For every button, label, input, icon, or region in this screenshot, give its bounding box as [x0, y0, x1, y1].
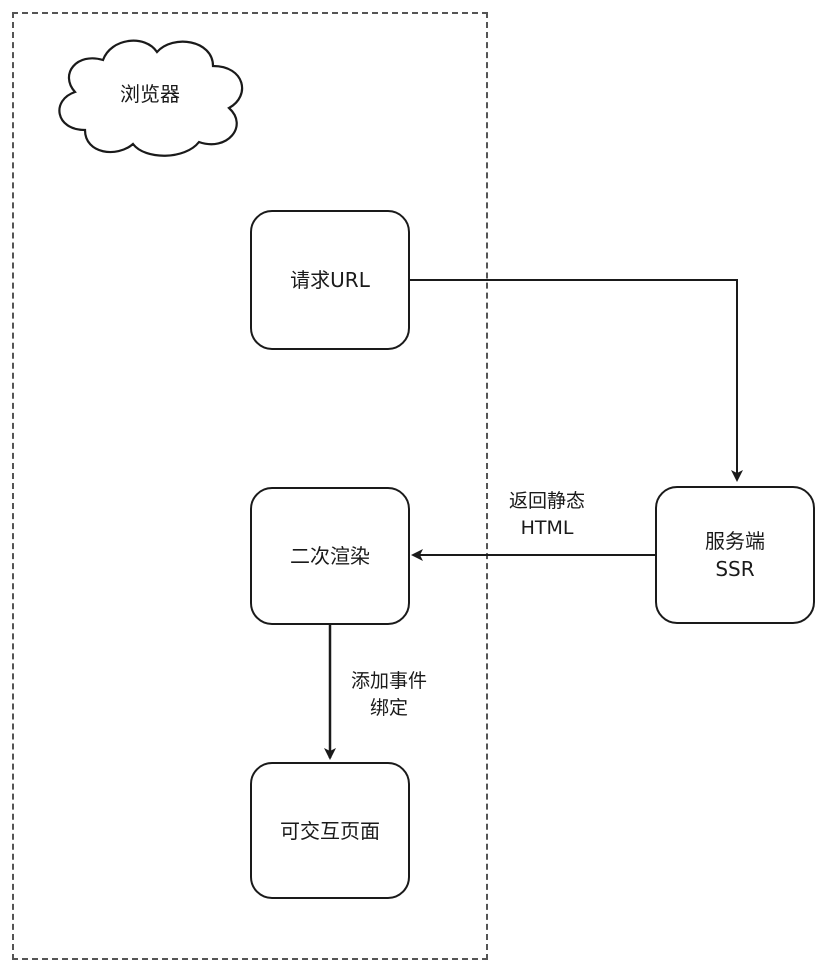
request-url-node: 请求URL	[250, 210, 410, 350]
interactive-page-node: 可交互页面	[250, 762, 410, 899]
server-ssr-label: SSR	[715, 557, 755, 581]
bind-events-edge-label: 添加事件 绑定	[334, 668, 444, 722]
request-url-label: 请求URL	[290, 268, 370, 292]
second-render-label: 二次渲染	[290, 544, 370, 568]
server-label: 服务端	[705, 529, 765, 553]
browser-boundary	[12, 12, 488, 960]
server-ssr-node: 服务端 SSR	[655, 486, 815, 624]
browser-label: 浏览器	[120, 81, 180, 106]
return-html-line1: 返回静态	[508, 490, 585, 512]
interactive-page-label: 可交互页面	[280, 818, 380, 843]
bind-events-line1: 添加事件	[350, 670, 427, 692]
second-render-node: 二次渲染	[250, 487, 410, 625]
browser-cloud-shape	[58, 39, 244, 157]
return-html-edge-label: 返回静态 HTML	[492, 488, 602, 542]
return-html-line2: HTML	[520, 517, 574, 539]
bind-events-line2: 绑定	[369, 697, 408, 719]
edge-request-to-server	[410, 279, 743, 482]
